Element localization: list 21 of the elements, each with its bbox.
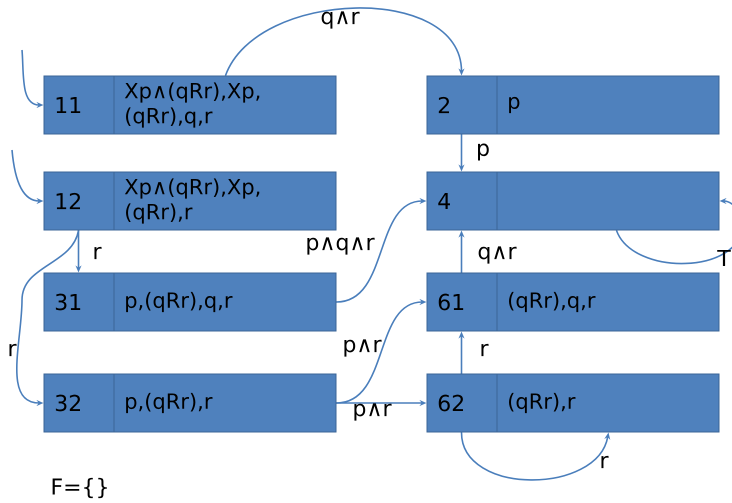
edge-label: p∧r <box>344 339 382 357</box>
edge-label: r <box>481 344 489 356</box>
state-box: 61 (qRr),q,r <box>426 272 720 332</box>
arrow <box>224 7 465 76</box>
state-box: 11 Xp∧(qRr),Xp, (qRr),q,r <box>44 76 336 134</box>
edge-label: p∧r <box>354 403 392 421</box>
edge-label: p <box>478 144 489 160</box>
edge-label: r <box>601 456 609 468</box>
state-box: 62 (qRr),r <box>426 374 720 432</box>
state-box: 12 Xp∧(qRr),Xp, (qRr),r <box>44 172 336 230</box>
edge-label: T <box>717 250 731 266</box>
state-box: 2 p <box>426 76 720 134</box>
state-box: 31 p,(qRr),q,r <box>44 272 336 332</box>
edge-label: q∧r <box>322 11 360 29</box>
state-box: 4 <box>426 172 720 230</box>
state-box: 32 p,(qRr),r <box>44 374 336 432</box>
edge-label: q∧r <box>478 246 517 264</box>
edge-label: r <box>9 344 17 356</box>
edge-label: p∧q∧r <box>307 237 375 255</box>
note: F={} <box>52 478 107 498</box>
edge-label: r <box>94 246 102 260</box>
